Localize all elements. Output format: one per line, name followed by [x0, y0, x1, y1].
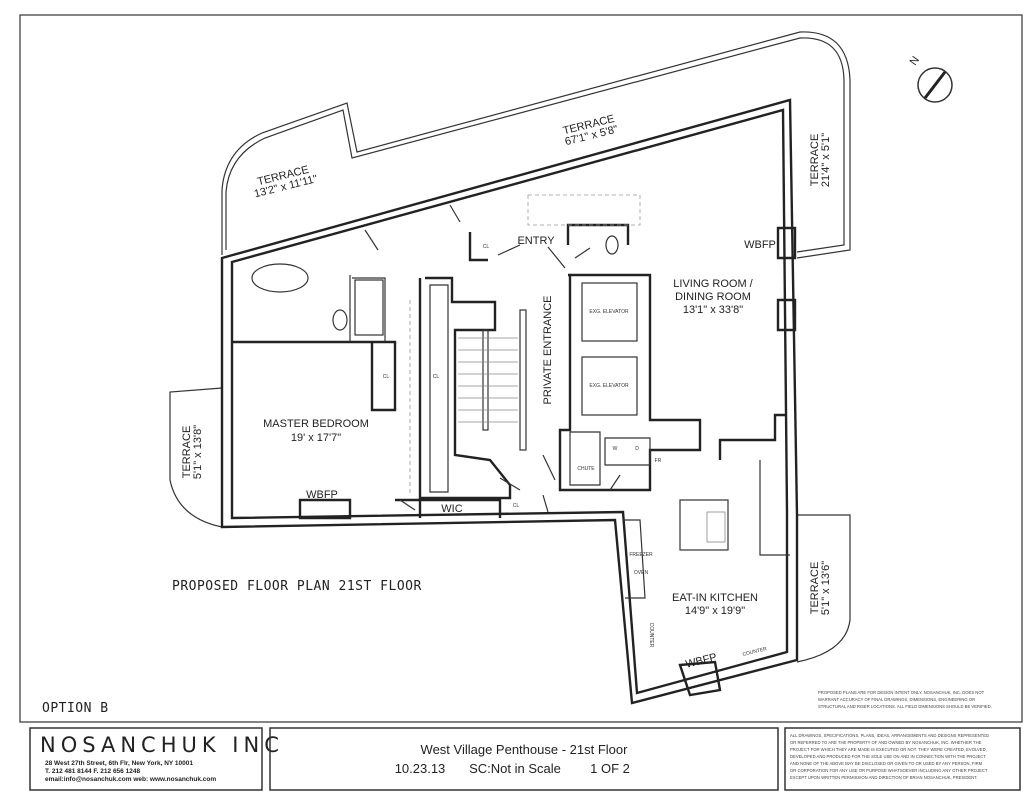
svg-text:DEVELOPED AND PRODUCED FOR THE: DEVELOPED AND PRODUCED FOR THE SOLE USE …: [790, 754, 986, 759]
closet-label: CL: [383, 374, 390, 380]
terrace-dims: 21'4" x 5'1": [820, 133, 832, 187]
living-room-dims: 13'1" x 33'8": [683, 304, 743, 316]
chute-label: CHUTE: [577, 466, 595, 472]
project-scale: SC:Not in Scale: [469, 761, 561, 776]
sheet-border: [19, 14, 1023, 723]
compass-label: N: [908, 54, 922, 67]
project-title: West Village Penthouse - 21st Floor: [421, 742, 629, 757]
fireplace-label: WBFP: [306, 489, 338, 501]
master-bedroom-label: MASTER BEDROOM: [263, 418, 369, 430]
north-arrow-icon: N: [908, 54, 953, 103]
dining-room-label: DINING ROOM: [675, 291, 751, 303]
disclaimer-note: PROPOSED PLANS ARE FOR DESIGN INTENT ONL…: [818, 690, 992, 709]
firm-contact: email:info@nosanchuk.com web: www.nosanc…: [45, 776, 216, 783]
closet-label: CL: [483, 244, 490, 250]
svg-text:OR CORPORATION FOR ANY USE OR: OR CORPORATION FOR ANY USE OR PURPOSE WH…: [790, 768, 988, 773]
project-box: [269, 727, 779, 791]
wic-label: WIC: [441, 503, 462, 515]
firm-box: [29, 727, 263, 791]
option-label: OPTION B: [42, 701, 109, 716]
shower: [354, 279, 384, 336]
terrace-label: TERRACE: [809, 134, 821, 187]
svg-text:ALL DRAWINGS, SPECIFICATIONS,: ALL DRAWINGS, SPECIFICATIONS, PLANS, IDE…: [790, 733, 989, 738]
terrace-label: TERRACE: [181, 426, 193, 479]
plan-title: PROPOSED FLOOR PLAN 21ST FLOOR: [172, 579, 422, 594]
freezer-label: FREEZER: [629, 552, 653, 558]
svg-text:EXCEPT UPON WRITTEN PERMISSION: EXCEPT UPON WRITTEN PERMISSION AND DIREC…: [790, 775, 977, 780]
closet-label: CL: [433, 374, 440, 380]
counter-label: COUNTER: [742, 646, 768, 658]
kitchen-dims: 14'9" x 19'9": [685, 605, 745, 617]
copyright-box: [784, 727, 1021, 791]
toilet: [332, 309, 348, 331]
closet-label: CL: [513, 503, 520, 509]
washer-label: W: [613, 446, 618, 452]
building-walls: [220, 98, 799, 705]
terrace-dims: 5'1" x 13'8": [192, 425, 204, 479]
living-room-label: LIVING ROOM /: [673, 278, 753, 290]
terrace-outlines: [169, 31, 851, 663]
svg-text:PROJECT FOR WHICH THEY ARE MAD: PROJECT FOR WHICH THEY ARE MADE IS EXECU…: [790, 747, 987, 752]
kitchen-label: EAT-IN KITCHEN: [672, 592, 758, 604]
project-date: 10.23.13: [395, 761, 446, 776]
svg-text:PROPOSED PLANS ARE FOR DESIGN: PROPOSED PLANS ARE FOR DESIGN INTENT ONL…: [818, 690, 985, 695]
master-bedroom-dims: 19' x 17'7": [291, 432, 341, 444]
elevator-2: [581, 356, 638, 416]
fireplace-label: WBFP: [744, 239, 776, 251]
firm-phone: T. 212 481 8144 F. 212 656 1248: [45, 768, 140, 775]
svg-text:AND NONE OF THE ABOVE MAY BE D: AND NONE OF THE ABOVE MAY BE DISCLOSED O…: [790, 761, 983, 766]
sheet-number: 1 OF 2: [590, 761, 630, 776]
private-entrance-label: PRIVATE ENTRANCE: [542, 296, 554, 405]
elevator-label: EXG. ELEVATOR: [589, 309, 629, 315]
fireplace-label: WBFP: [684, 651, 718, 670]
entry-label: ENTRY: [517, 235, 555, 247]
kitchen-island: [679, 499, 729, 551]
elevator-1: [581, 282, 638, 342]
oven-label: OVEN: [634, 570, 649, 576]
dryer-label: D: [635, 446, 639, 452]
fridge-label: FR: [655, 458, 662, 464]
bathtub: [251, 263, 309, 293]
svg-text:OR REFERRED TO ARE THE PROPERT: OR REFERRED TO ARE THE PROPERTY OF AND O…: [790, 740, 982, 745]
copyright-note: ALL DRAWINGS, SPECIFICATIONS, PLANS, IDE…: [790, 733, 989, 780]
counter-label: COUNTER: [648, 623, 654, 648]
firm-address: 28 West 27th Street, 6th Flr, New York, …: [45, 760, 193, 767]
terrace-dims: 5'1" x 13'6": [820, 561, 832, 615]
svg-text:WARRANT ACCURACY OF FINAL DRAW: WARRANT ACCURACY OF FINAL DRAWINGS, DIME…: [818, 697, 975, 702]
elevator-label: EXG. ELEVATOR: [589, 383, 629, 389]
terrace-label: TERRACE: [809, 562, 821, 615]
firm-name: NOSANCHUK INC: [40, 733, 284, 757]
svg-text:STRUCTURAL AND RISER LOCATIONS: STRUCTURAL AND RISER LOCATIONS. ALL FIEL…: [818, 704, 992, 709]
